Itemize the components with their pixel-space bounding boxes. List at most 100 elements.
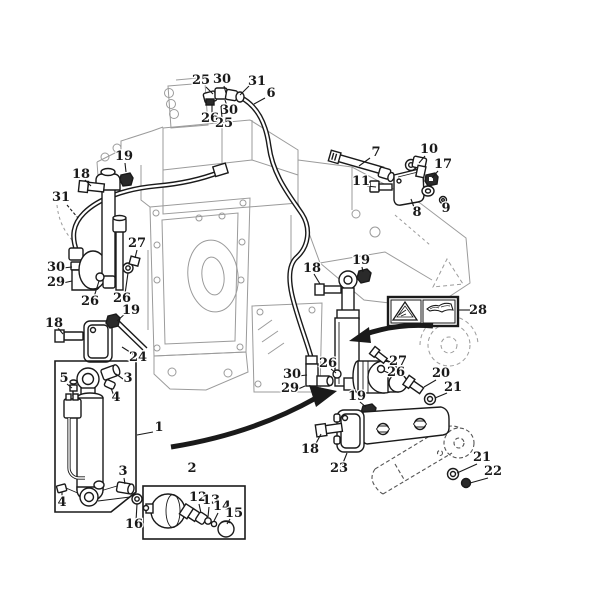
ring-26 <box>376 364 386 374</box>
callout-label-31: 31 <box>248 74 266 89</box>
leader-line-18 <box>313 273 321 285</box>
callout-label-14: 14 <box>213 499 231 514</box>
callout-label-8: 8 <box>412 205 421 220</box>
cylinder-inset-box-1 <box>54 360 143 513</box>
leader-line-10 <box>418 155 426 164</box>
leader-line-15 <box>226 518 231 525</box>
fitting-4-bottom <box>55 483 68 494</box>
leader-line-18 <box>312 433 322 450</box>
bolt-18-shaft <box>63 331 84 341</box>
warning-triangle-icon <box>391 300 419 321</box>
rod-tube <box>115 227 124 291</box>
leader-line-18 <box>84 179 92 187</box>
callout-label-23: 23 <box>330 461 348 476</box>
callout-label-15: 15 <box>225 506 243 521</box>
bolt-18-head <box>314 283 325 296</box>
callout-label-19: 19 <box>122 303 140 318</box>
leader-line-11 <box>366 185 377 188</box>
support-bar <box>361 406 450 445</box>
bolt-18 <box>314 422 344 438</box>
hose-31-end-fitting <box>211 162 230 178</box>
leader-line-14 <box>213 512 219 522</box>
leader-line-18 <box>57 327 64 335</box>
callout-label-18: 18 <box>301 442 319 457</box>
leader-line-8 <box>410 198 416 211</box>
leader-line-30 <box>224 99 228 107</box>
leader-line-30 <box>297 374 308 377</box>
callout-label-26: 26 <box>113 291 131 306</box>
pointer-arrows <box>170 322 434 450</box>
cylinder-tube <box>101 187 116 281</box>
nut-30 <box>305 355 318 365</box>
callout-label-30: 30 <box>47 260 65 275</box>
callout-label-17: 17 <box>434 157 452 172</box>
leader-line-27 <box>134 249 138 259</box>
bolt-18-head <box>54 329 65 343</box>
callout-label-29: 29 <box>281 381 299 396</box>
leader-line-21 <box>434 392 448 399</box>
pointer-arrow-to-cylinder-top-head <box>349 327 371 343</box>
leader-line-21 <box>456 463 478 474</box>
callout-label-26: 26 <box>201 111 219 126</box>
callout-label-4: 4 <box>111 390 120 405</box>
callout-label-31: 31 <box>52 190 70 205</box>
leader-line-5 <box>66 383 73 389</box>
bolt-11-shaft <box>378 183 393 191</box>
bolt-18-shaft <box>86 181 106 193</box>
leader-line-12 <box>198 503 202 514</box>
pointer-arrow-to-cylinder-elbow-head <box>309 385 337 407</box>
leader-line-24 <box>121 346 134 355</box>
clamp-19 <box>105 313 121 329</box>
callout-label-27: 27 <box>128 236 146 251</box>
callout-label-19: 19 <box>115 149 133 164</box>
callout-label-11: 11 <box>352 174 370 189</box>
cap-15 <box>217 520 235 538</box>
leader-line-19 <box>124 162 127 173</box>
callout-label-3: 3 <box>123 371 132 386</box>
clamp-19 <box>356 268 372 284</box>
transmission-case <box>56 77 479 393</box>
callout-label-28: 28 <box>469 303 487 318</box>
bolt-27 <box>368 345 389 365</box>
callout-label-10: 10 <box>420 142 438 157</box>
inset-box-border <box>54 360 137 513</box>
pointer-arrow-to-cylinder-top <box>362 322 434 338</box>
leader-line-3 <box>123 477 126 485</box>
leader-line-4 <box>110 387 115 397</box>
leader-line-26 <box>124 272 129 295</box>
leader-line-1 <box>136 431 154 436</box>
leader-line-27 <box>385 359 394 364</box>
leader-line-22 <box>469 477 489 484</box>
callout-label-20: 20 <box>432 366 450 381</box>
port-boss <box>93 480 105 490</box>
fitting-26 <box>95 272 105 282</box>
leader-line-7 <box>358 157 371 167</box>
callout-label-30: 30 <box>283 367 301 382</box>
fitting-3-top <box>100 364 121 381</box>
bolt-18-head <box>77 179 90 194</box>
safety-decal-box <box>386 295 460 328</box>
nut-27 <box>128 255 141 268</box>
leader-line-17 <box>431 170 439 179</box>
inset-box-border <box>142 485 246 540</box>
hitch-support-group <box>314 374 472 489</box>
leader-line-16 <box>135 503 138 522</box>
accumulator-inset-box-2 <box>142 485 246 540</box>
callout-label-16: 16 <box>125 517 143 532</box>
leader-line-31 <box>66 204 79 219</box>
leader-line-26 <box>93 280 100 298</box>
washer-13 <box>204 517 212 525</box>
callout-label-5: 5 <box>59 371 68 386</box>
leader-line-25 <box>220 105 223 119</box>
leader-line-20 <box>423 379 437 388</box>
leader-line-26 <box>383 370 392 375</box>
callout-label-18: 18 <box>45 316 63 331</box>
callout-label-27: 27 <box>389 354 407 369</box>
callout-label-21: 21 <box>444 380 462 395</box>
rod-tube <box>341 287 355 313</box>
callout-label-13: 13 <box>202 493 220 508</box>
elbow-29 <box>305 363 319 387</box>
bleed-valve-5 <box>69 384 78 392</box>
